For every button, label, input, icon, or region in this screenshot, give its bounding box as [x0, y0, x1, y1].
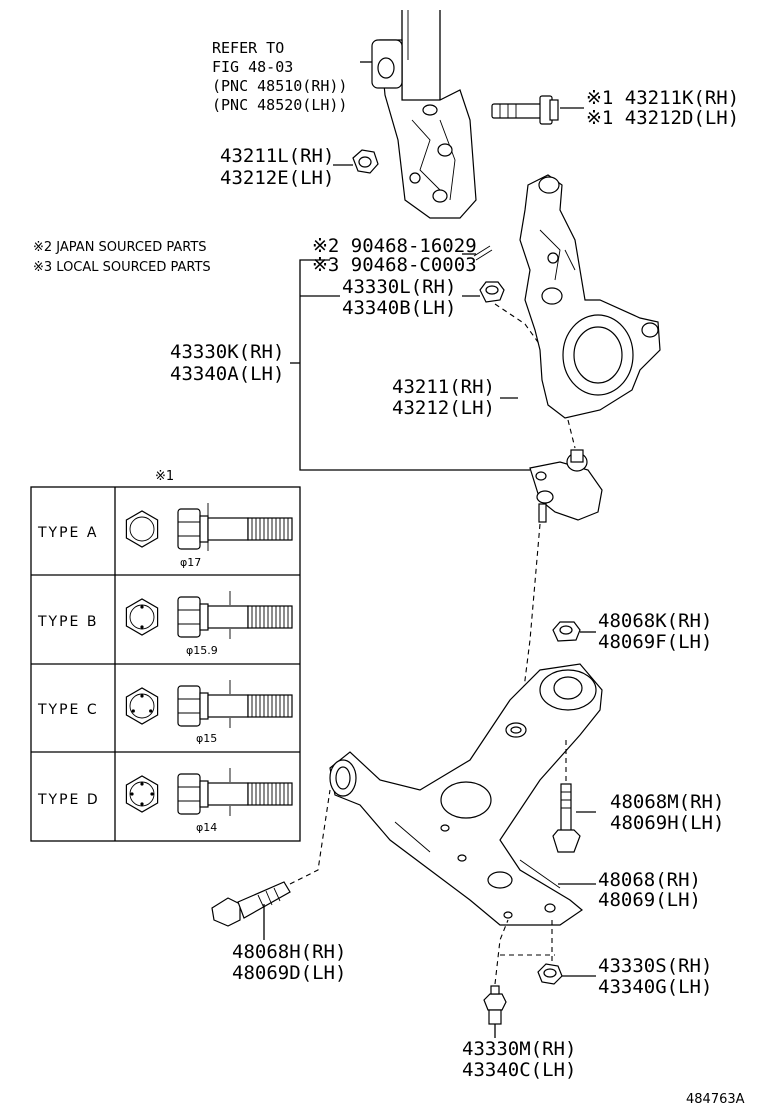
- bolt-flange-icon: [199, 603, 209, 631]
- label-bolt-v-lh[interactable]: 48069H(LH): [610, 812, 724, 834]
- bolt-thread-icon: [247, 694, 293, 718]
- lower-control-arm: [329, 663, 603, 926]
- label-knuckle-lh[interactable]: 43212(LH): [392, 397, 495, 419]
- label-pin-japan[interactable]: ※2 90468-16029: [312, 235, 477, 257]
- label-bolt-front-rh[interactable]: 48068H(RH): [232, 941, 346, 963]
- table-row: TYPE A φ17: [37, 525, 201, 569]
- hex-mark-dot: [140, 802, 144, 806]
- diameter-label-a: φ17: [180, 556, 201, 569]
- bolt-thread-icon: [247, 605, 293, 629]
- label-nut-arm-lh[interactable]: 48069F(LH): [598, 631, 712, 653]
- label-nut-bottom-rh[interactable]: 43330S(RH): [598, 955, 712, 977]
- label-bolt-v-rh[interactable]: 48068M(RH): [610, 791, 724, 813]
- table-marker: ※1: [155, 469, 174, 484]
- hex-mark-dot: [140, 694, 144, 698]
- label-bolt-lh[interactable]: ※1 43212D(LH): [586, 107, 739, 129]
- label-bolt-bottom-rh[interactable]: 43330M(RH): [462, 1038, 576, 1060]
- front-bolt-icon: [211, 881, 291, 927]
- type-label-c: TYPE C: [37, 702, 99, 718]
- vertical-bolt-icon: [552, 783, 581, 853]
- diameter-label-c: φ15: [196, 732, 217, 745]
- hex-face-ring: [129, 781, 155, 807]
- label-pin-local[interactable]: ※3 90468-C0003: [312, 254, 477, 276]
- bolt-flange-icon: [199, 692, 209, 720]
- note-japan: ※2 JAPAN SOURCED PARTS: [33, 240, 207, 255]
- bolt-shank-icon: [207, 782, 249, 806]
- table-row: TYPE B φ15.9: [37, 614, 218, 657]
- cotter-pin-icon: [473, 245, 493, 261]
- label-bolt-front-lh[interactable]: 48069D(LH): [232, 962, 346, 984]
- hex-mark-dot: [131, 709, 135, 713]
- hex-face-icon: [125, 510, 159, 548]
- hex-face-ring: [129, 516, 155, 542]
- type-label-b: TYPE B: [37, 614, 98, 630]
- arm-nut-icon: [552, 621, 581, 642]
- hex-face-icon: [125, 598, 159, 636]
- label-nut-top-lh[interactable]: 43212E(LH): [220, 167, 334, 189]
- bolt-thread-icon: [247, 517, 293, 541]
- bolt-head-icon: [177, 508, 201, 550]
- strut-nut-icon: [352, 149, 379, 174]
- ball-joint: [529, 449, 603, 523]
- label-nut-ball-rh[interactable]: 43330L(RH): [342, 276, 456, 298]
- bottom-nut-icon: [537, 963, 563, 985]
- table-row: TYPE D φ14: [37, 792, 217, 834]
- bolt-flange-icon: [199, 515, 209, 543]
- label-arm-rh[interactable]: 48068(RH): [598, 869, 701, 891]
- refer-line-1: REFER TO: [212, 39, 284, 57]
- refer-line-4: (PNC 48520(LH)): [212, 96, 347, 114]
- type-label-a: TYPE A: [37, 525, 98, 541]
- illustration-id: 484763A: [686, 1092, 745, 1107]
- table-bolt-drawings: [125, 503, 293, 816]
- bolt-shank-icon: [207, 694, 249, 718]
- bolt-head-icon: [177, 773, 201, 815]
- label-nut-top-rh[interactable]: 43211L(RH): [220, 145, 334, 167]
- bolt-head-icon: [177, 596, 201, 638]
- castle-nut-icon: [479, 281, 505, 303]
- bolt-type-table: ※1: [30, 469, 301, 842]
- hex-mark-dot: [150, 792, 154, 796]
- label-knuckle-rh[interactable]: 43211(RH): [392, 376, 495, 398]
- note-local: ※3 LOCAL SOURCED PARTS: [33, 260, 211, 275]
- refer-line-2: FIG 48-03: [212, 58, 293, 76]
- refer-line-3: (PNC 48510(RH)): [212, 77, 347, 95]
- label-nut-ball-lh[interactable]: 43340B(LH): [342, 297, 456, 319]
- hex-face-icon: [125, 687, 159, 725]
- type-label-d: TYPE D: [37, 792, 100, 808]
- bottom-bolt-icon: [483, 985, 507, 1025]
- bolt-shank-icon: [207, 517, 249, 541]
- bolt-head-icon: [177, 685, 201, 727]
- bolt-flange-icon: [199, 780, 209, 808]
- strut-assembly: [371, 10, 477, 219]
- label-joint-lh[interactable]: 43340A(LH): [170, 363, 284, 385]
- bolt-thread-icon: [247, 782, 293, 806]
- hex-mark-dot: [130, 792, 134, 796]
- label-arm-lh[interactable]: 48069(LH): [598, 889, 701, 911]
- diameter-label-d: φ14: [196, 821, 217, 834]
- table-row: TYPE C φ15: [37, 702, 217, 745]
- hex-mark-dot: [149, 709, 153, 713]
- bolt-shank-icon: [207, 605, 249, 629]
- label-bolt-rh[interactable]: ※1 43211K(RH): [586, 87, 739, 109]
- strut-bolt-icon: [491, 95, 559, 125]
- hex-face-ring: [129, 604, 155, 630]
- hex-face-ring: [129, 693, 155, 719]
- hex-mark-dot: [140, 605, 144, 609]
- hex-mark-dot: [140, 625, 144, 629]
- label-nut-bottom-lh[interactable]: 43340G(LH): [598, 976, 712, 998]
- label-bolt-bottom-lh[interactable]: 43340C(LH): [462, 1059, 576, 1081]
- hex-mark-dot: [140, 782, 144, 786]
- label-joint-rh[interactable]: 43330K(RH): [170, 341, 284, 363]
- steering-knuckle: [519, 174, 661, 419]
- label-nut-arm-rh[interactable]: 48068K(RH): [598, 610, 712, 632]
- diameter-label-b: φ15.9: [186, 644, 218, 657]
